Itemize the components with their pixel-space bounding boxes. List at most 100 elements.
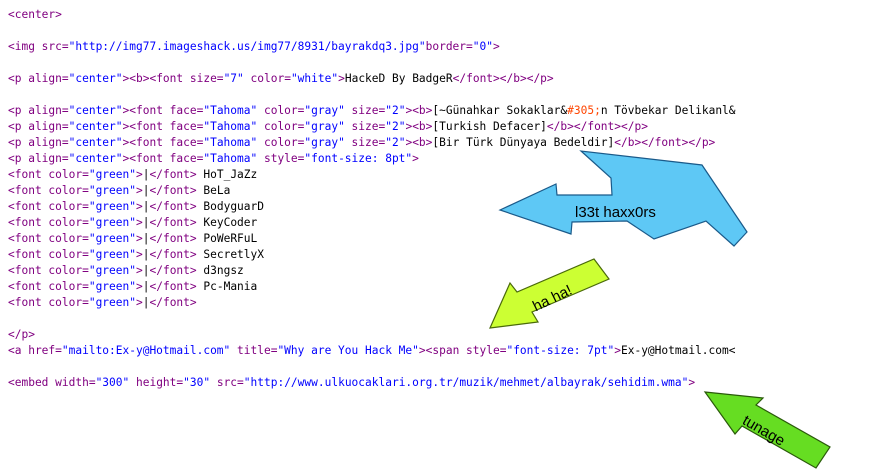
code-token: | [142, 248, 150, 261]
code-token: style= [257, 152, 305, 165]
code-token: ><b><font size= [122, 72, 224, 85]
code-line: <img src="http://img77.imageshack.us/img… [8, 39, 736, 55]
code-token: size= [344, 136, 386, 149]
code-token: "green" [88, 232, 136, 245]
code-token: | [142, 232, 150, 245]
code-token: <p align= [8, 120, 69, 133]
code-token: HackeD By BadgeR [344, 72, 453, 85]
code-token: src= [210, 376, 244, 389]
code-token: <font color= [8, 184, 89, 197]
code-line: <font color="green">|</font> d3ngsz [8, 263, 736, 279]
code-token: "center" [68, 136, 123, 149]
code-line: <font color="green">|</font> BeLa [8, 183, 736, 199]
code-token: color= [257, 104, 305, 117]
code-token: PoWeRFuL [196, 232, 258, 245]
code-line: <font color="green">|</font> KeyCoder [8, 215, 736, 231]
code-token: <font color= [8, 232, 89, 245]
code-token: Ex-y@Hotmail.com< [620, 344, 736, 357]
code-token: "center" [68, 72, 123, 85]
code-line: <center> [8, 7, 736, 23]
code-token: "Tahoma" [203, 120, 258, 133]
code-token: <font color= [8, 168, 89, 181]
code-token: > [135, 168, 143, 181]
code-line: <font color="green">|</font> Pc-Mania [8, 279, 736, 295]
code-token: <font color= [8, 296, 89, 309]
code-line: <p align="center"><font face="Tahoma" st… [8, 151, 736, 167]
code-token: "7" [223, 72, 244, 85]
code-token: | [142, 280, 150, 293]
code-token: "center" [68, 120, 123, 133]
code-token: </font> [149, 264, 197, 277]
code-token: border= [425, 40, 473, 53]
code-token: "gray" [304, 120, 345, 133]
code-token: "Tahoma" [203, 152, 258, 165]
code-token: "green" [88, 200, 136, 213]
code-token: > [135, 232, 143, 245]
code-line: <font color="green">|</font> SecretlyX [8, 247, 736, 263]
code-line: <font color="green">|</font> BodyguarD [8, 199, 736, 215]
code-token: BeLa [196, 184, 231, 197]
code-token: </font> [149, 200, 197, 213]
code-token: ><b> [405, 136, 433, 149]
code-token: </b></font></p> [546, 120, 648, 133]
code-token: ><span style= [418, 344, 507, 357]
code-token: </font> [149, 216, 197, 229]
code-token: "mailto:Ex-y@Hotmail.com" [61, 344, 231, 357]
code-token: color= [257, 120, 305, 133]
code-token: > [614, 344, 621, 357]
code-line: <p align="center"><b><font size="7" colo… [8, 71, 736, 87]
code-line: </p> [8, 327, 736, 343]
code-line: <embed width="300" height="30" src="http… [8, 375, 736, 391]
code-token: size= [344, 120, 386, 133]
code-token: "Tahoma" [203, 104, 258, 117]
code-token: </font> [149, 232, 197, 245]
code-token: color= [257, 136, 305, 149]
code-token: <font color= [8, 280, 89, 293]
code-token: <center> [8, 8, 62, 21]
code-token: #305; [567, 104, 601, 117]
code-token: </b></font></p> [614, 136, 716, 149]
code-token: "font-size: 8pt" [304, 152, 413, 165]
code-token: | [142, 184, 150, 197]
code-token: "font-size: 7pt" [506, 344, 615, 357]
code-token: <font color= [8, 200, 89, 213]
code-token: BodyguarD [196, 200, 264, 213]
code-token: HoT_JaZz [196, 168, 258, 181]
code-token: "0" [472, 40, 493, 53]
code-token: </font> [149, 184, 197, 197]
code-token: | [142, 264, 150, 277]
code-token: </font> [149, 280, 197, 293]
code-token: | [142, 200, 150, 213]
code-token: color= [243, 72, 291, 85]
code-token: "2" [385, 104, 406, 117]
code-token: "http://img77.imageshack.us/img77/8931/b… [68, 40, 426, 53]
code-token: size= [344, 104, 386, 117]
code-token: <font color= [8, 216, 89, 229]
code-token: [Bir Türk Dünyaya Bedeldir] [432, 136, 615, 149]
code-token: "green" [88, 296, 136, 309]
code-token: <embed width= [8, 376, 96, 389]
code-token: SecretlyX [196, 248, 264, 261]
code-token: Pc-Mania [196, 280, 258, 293]
code-line: <p align="center"><font face="Tahoma" co… [8, 119, 736, 135]
code-token: ><font face= [122, 104, 204, 117]
code-token: "gray" [304, 136, 345, 149]
arrow-blue-icon [498, 150, 748, 247]
code-token: "2" [385, 120, 406, 133]
code-token: <p align= [8, 152, 69, 165]
code-token: [Turkish Defacer] [432, 120, 547, 133]
code-token: > [135, 184, 143, 197]
code-token: </font> [149, 168, 197, 181]
code-token: > [135, 216, 143, 229]
code-token: </font> [149, 248, 197, 261]
arrow-blue-label: l33t haxx0rs [575, 204, 656, 221]
code-token: "green" [88, 264, 136, 277]
code-token: <img src= [8, 40, 69, 53]
code-line: <p align="center"><font face="Tahoma" co… [8, 135, 736, 151]
code-token: > [135, 248, 143, 261]
code-token: "gray" [304, 104, 345, 117]
code-token: </font></b></p> [452, 72, 554, 85]
code-token: </font> [149, 296, 197, 309]
code-token: <a href= [8, 344, 62, 357]
